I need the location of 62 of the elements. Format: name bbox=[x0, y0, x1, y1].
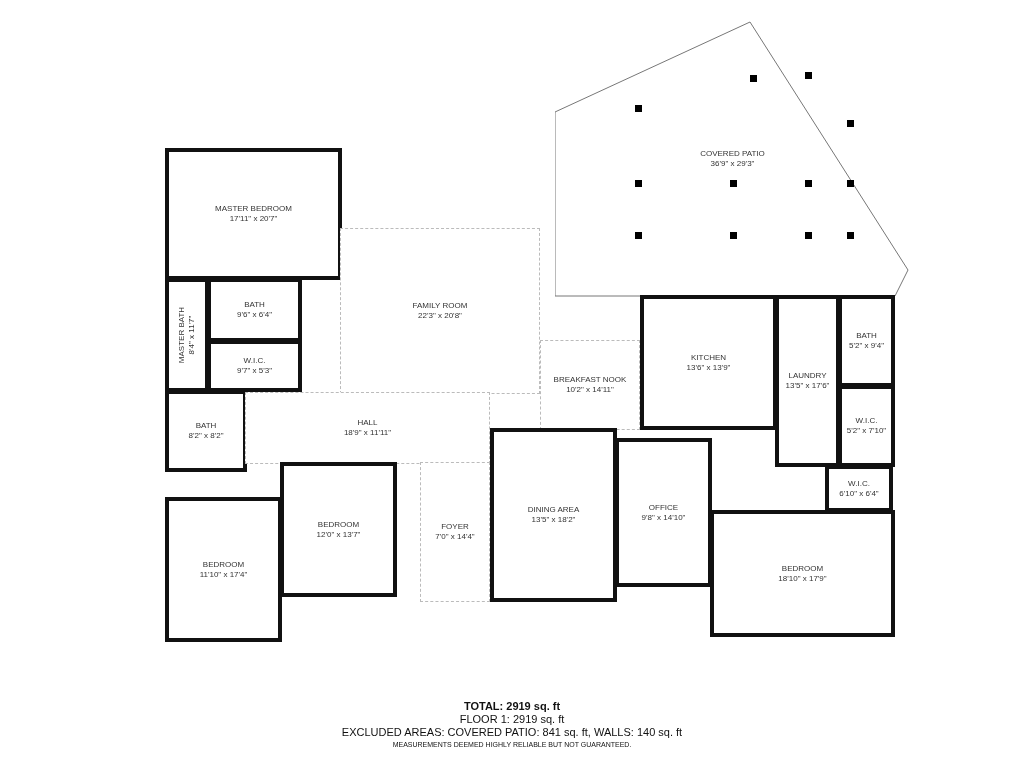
room-dimensions: 5'2" x 9'4" bbox=[849, 341, 884, 351]
open-area-outline bbox=[340, 228, 540, 394]
room-dimensions: 12'0" x 13'7" bbox=[316, 529, 361, 540]
room-dimensions: 9'6" x 6'4" bbox=[237, 310, 272, 320]
room-outline bbox=[207, 340, 302, 392]
room-outline bbox=[838, 295, 895, 387]
room-name: LAUNDRY bbox=[788, 371, 827, 381]
room-dimensions: 5'2" x 7'10" bbox=[846, 426, 887, 436]
room-name: BEDROOM bbox=[317, 519, 360, 530]
room-dimensions: 11'10" x 17'4" bbox=[199, 569, 248, 580]
room-outline bbox=[207, 278, 302, 342]
room-outline bbox=[165, 278, 209, 392]
area-summary: FLOOR 1: 2919 sq. ft bbox=[459, 713, 565, 725]
room-outline bbox=[825, 465, 893, 512]
room-outline bbox=[165, 390, 247, 472]
room-name: OFFICE bbox=[648, 502, 679, 513]
room-name: BATH bbox=[195, 421, 217, 431]
room-dimensions: 18'10" x 17'9" bbox=[778, 573, 827, 584]
room-name: BEDROOM bbox=[202, 559, 245, 570]
room-dimensions: 18'9" x 11'11" bbox=[343, 428, 392, 438]
room-outline bbox=[615, 438, 712, 587]
room-name: MASTER BATH bbox=[177, 306, 187, 364]
room-dimensions: 13'5" x 18'2" bbox=[531, 515, 576, 525]
room-dimensions: 22'3" x 20'8" bbox=[418, 311, 462, 321]
room-outline bbox=[640, 295, 777, 430]
room-name: W.I.C. bbox=[855, 416, 878, 426]
room-dimensions: 7'0" x 14'4" bbox=[435, 532, 475, 542]
room-name: BATH bbox=[856, 331, 877, 341]
room-dimensions: 13'5" x 17'6" bbox=[785, 381, 830, 391]
room-name: KITCHEN bbox=[690, 352, 727, 363]
room-outline bbox=[280, 462, 397, 597]
room-dimensions: 8'4" x 11'7" bbox=[187, 315, 197, 355]
room-name: W.I.C. bbox=[243, 356, 266, 366]
room-outline bbox=[165, 497, 282, 642]
room-dimensions: 17'11" x 20'7" bbox=[229, 214, 278, 224]
room-outline bbox=[165, 148, 342, 280]
room-name: HALL bbox=[357, 418, 378, 428]
total-area: TOTAL: 2919 sq. ft bbox=[463, 700, 561, 712]
room-name: W.I.C. bbox=[848, 478, 870, 489]
room-name: BEDROOM bbox=[781, 563, 824, 574]
room-outline bbox=[490, 428, 617, 602]
room-outline bbox=[710, 510, 895, 637]
room-dimensions: 36'9" x 29'3" bbox=[710, 159, 755, 169]
room-name: FAMILY ROOM bbox=[412, 301, 468, 311]
open-area-outline bbox=[420, 462, 490, 602]
room-name: BATH bbox=[244, 300, 265, 310]
room-dimensions: 6'10" x 6'4" bbox=[839, 488, 879, 499]
open-area-outline bbox=[245, 392, 490, 464]
open-area-outline bbox=[540, 340, 640, 430]
room-dimensions: 8'2" x 8'2" bbox=[188, 431, 224, 441]
room-dimensions: 13'6" x 13'9" bbox=[686, 362, 731, 373]
room-outline bbox=[775, 295, 840, 467]
area-summary: EXCLUDED AREAS: COVERED PATIO: 841 sq. ft, WALLS: 140 sq. ft bbox=[341, 726, 683, 738]
room-dimensions: 9'8" x 14'10" bbox=[641, 512, 686, 523]
room-name: MASTER BEDROOM bbox=[215, 204, 292, 214]
room-name: COVERED PATIO bbox=[700, 149, 765, 159]
room-name: DINING AREA bbox=[527, 505, 580, 515]
room-dimensions: 9'7" x 5'3" bbox=[237, 366, 272, 376]
room-dimensions: 10'2" x 14'11" bbox=[566, 385, 614, 395]
room-outline bbox=[838, 385, 895, 467]
room-name: BREAKFAST NOOK bbox=[553, 375, 627, 385]
room-name: FOYER bbox=[441, 522, 469, 532]
